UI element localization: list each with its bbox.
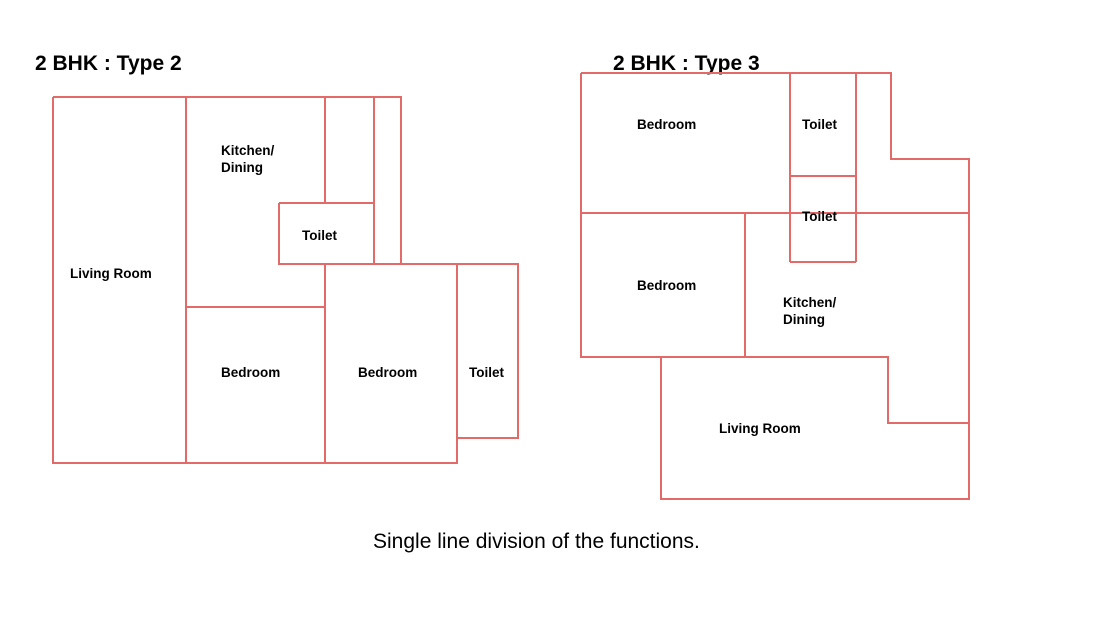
partition-wall: [661, 356, 969, 424]
room-label-living-room: Living Room: [70, 266, 152, 281]
room-label-kitchen: Dining: [221, 160, 263, 175]
room-label-toilet: Toilet: [802, 209, 838, 224]
room-label-kitchen: Kitchen/: [221, 143, 275, 158]
caption: Single line division of the functions.: [373, 530, 700, 553]
room-label-bedroom: Bedroom: [637, 278, 696, 293]
room-label-bedroom: Bedroom: [637, 117, 696, 132]
outer-wall: [580, 72, 970, 500]
walls: [580, 72, 970, 500]
walls: [52, 96, 519, 464]
room-label-toilet: Toilet: [302, 228, 338, 243]
room-label-toilet: Toilet: [469, 365, 505, 380]
plan-title: 2 BHK : Type 3: [613, 52, 760, 75]
plan-type-2: 2 BHK : Type 2 Living Room Kitchen/ Dini…: [35, 52, 519, 464]
room-label-kitchen: Kitchen/: [783, 295, 837, 310]
outer-wall: [52, 96, 519, 464]
room-label-bedroom: Bedroom: [358, 365, 417, 380]
room-label-living-room: Living Room: [719, 421, 801, 436]
room-label-kitchen: Dining: [783, 312, 825, 327]
room-label-toilet: Toilet: [802, 117, 838, 132]
plan-title: 2 BHK : Type 2: [35, 52, 182, 75]
room-label-bedroom: Bedroom: [221, 365, 280, 380]
plan-type-3: 2 BHK : Type 3 Bedroom Toilet Toilet Bed…: [580, 52, 970, 500]
